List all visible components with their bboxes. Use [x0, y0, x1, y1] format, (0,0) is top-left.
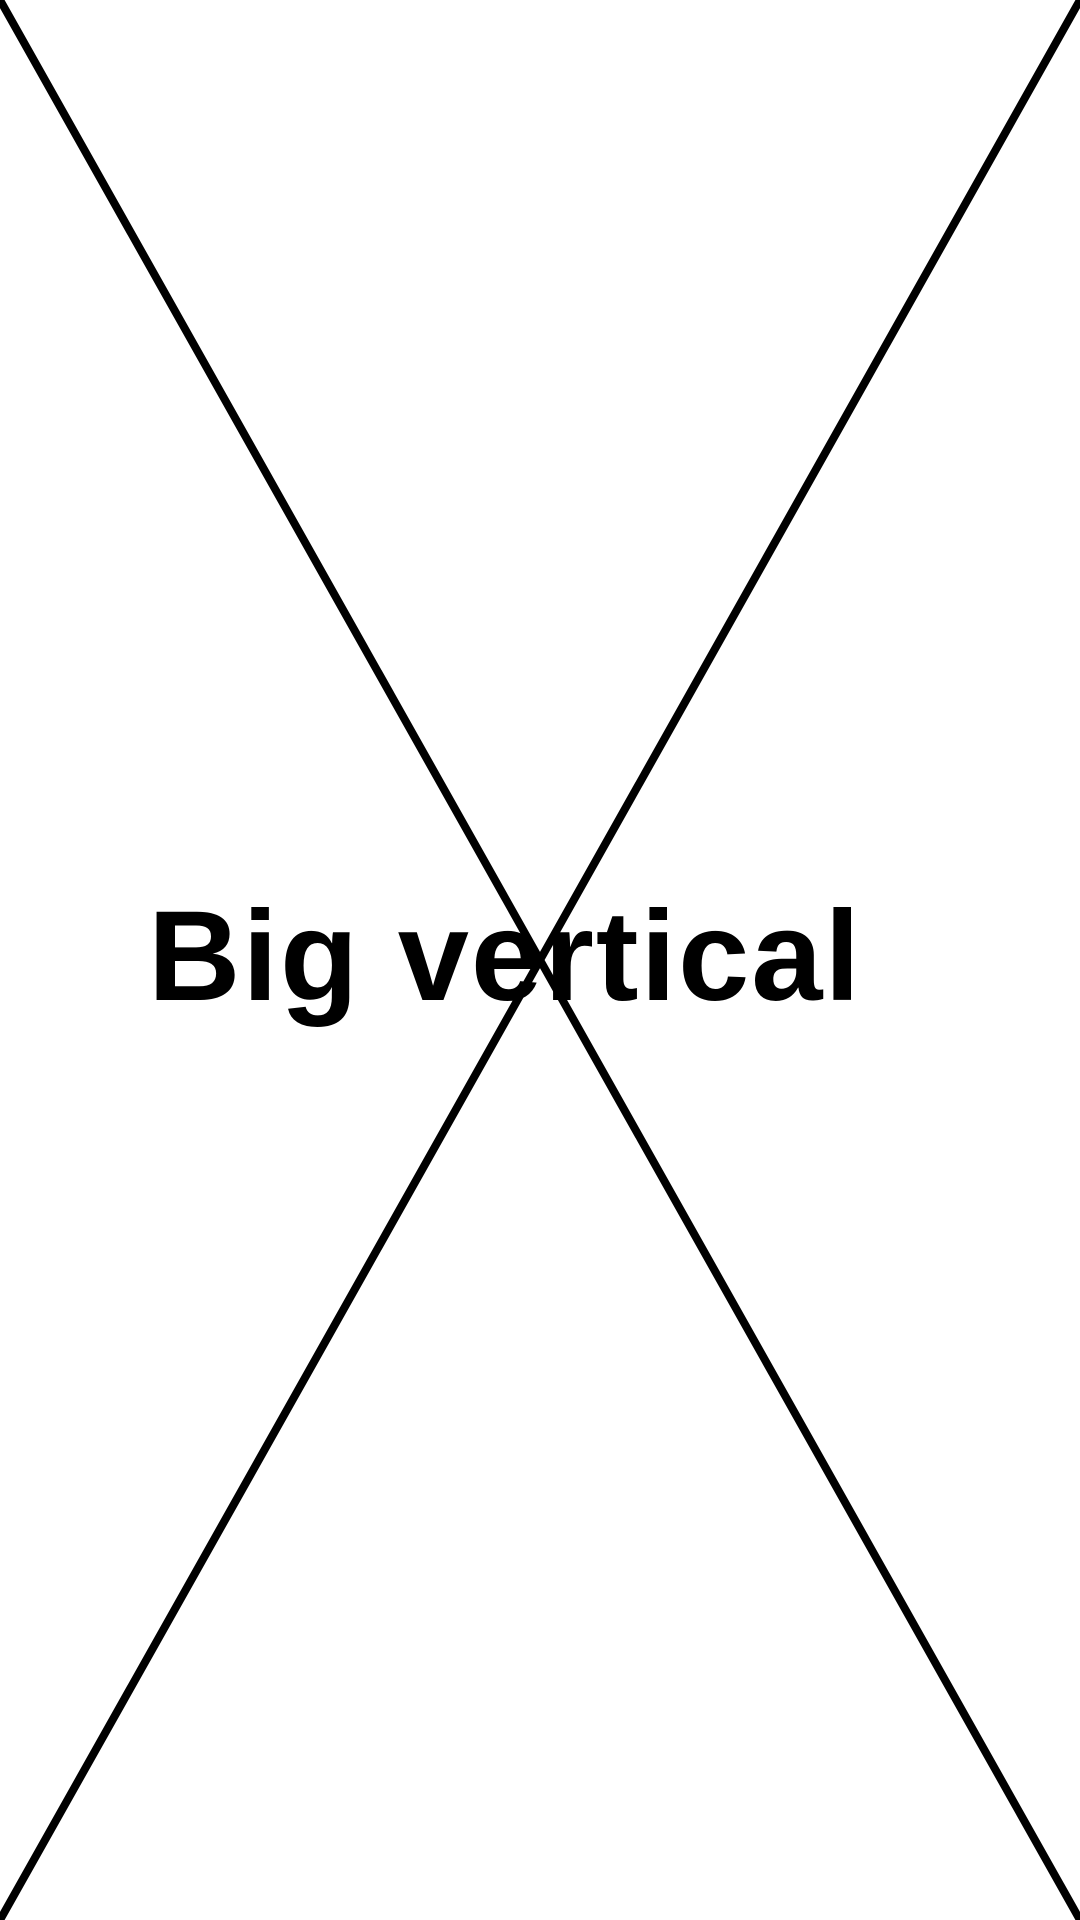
placeholder-label: Big vertical: [147, 885, 863, 1028]
